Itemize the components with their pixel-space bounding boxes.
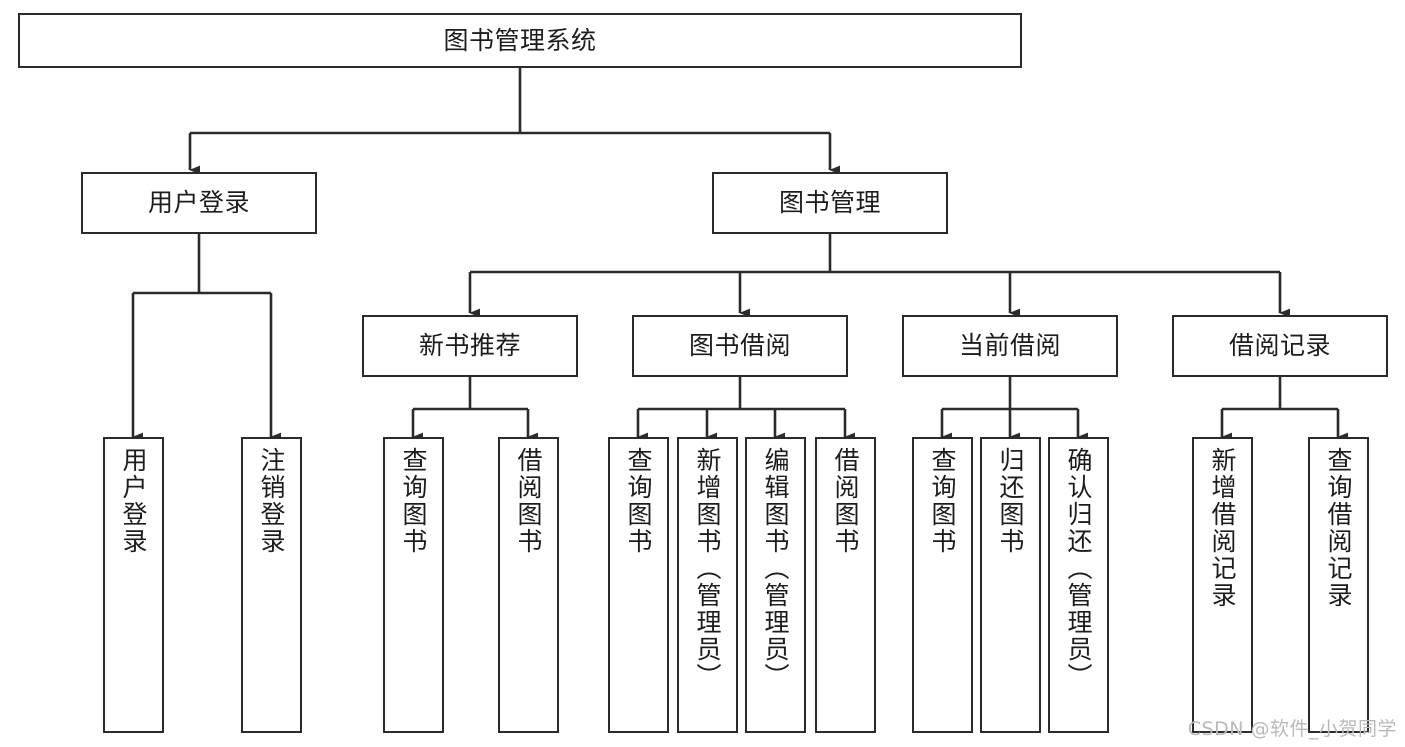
node-leaf-query-book-2-label: 查询图书: [624, 447, 653, 555]
node-leaf-logout-login[interactable]: 注销登录: [241, 437, 302, 733]
node-leaf-return-book-label: 归还图书: [996, 447, 1025, 555]
node-leaf-query-record[interactable]: 查询借阅记录: [1308, 437, 1369, 733]
node-leaf-query-book-1-label: 查询图书: [399, 447, 428, 555]
node-leaf-borrow-book-2-label: 借阅图书: [831, 447, 860, 555]
node-leaf-confirm-return[interactable]: 确认归还（管理员）: [1048, 437, 1109, 733]
node-new-book-rec-label: 新书推荐: [418, 331, 521, 361]
node-new-book-rec[interactable]: 新书推荐: [362, 315, 578, 377]
node-leaf-user-login-label: 用户登录: [119, 447, 148, 555]
node-leaf-query-book-3-label: 查询图书: [928, 447, 957, 555]
node-book-manage-label: 图书管理: [778, 188, 881, 218]
node-leaf-add-book[interactable]: 新增图书（管理员）: [677, 437, 738, 733]
node-book-manage[interactable]: 图书管理: [712, 172, 948, 234]
node-book-borrow[interactable]: 图书借阅: [632, 315, 848, 377]
node-leaf-borrow-book-1-label: 借阅图书: [514, 447, 543, 555]
node-root-label: 图书管理系统: [443, 25, 597, 55]
node-leaf-query-book-3[interactable]: 查询图书: [912, 437, 973, 733]
node-root[interactable]: 图书管理系统: [18, 13, 1022, 68]
node-leaf-add-record[interactable]: 新增借阅记录: [1192, 437, 1253, 733]
csdn-watermark: CSDN @软件_小贺同学: [1187, 718, 1397, 740]
node-current-borrow[interactable]: 当前借阅: [902, 315, 1118, 377]
node-user-login[interactable]: 用户登录: [81, 172, 317, 234]
node-borrow-record-label: 借阅记录: [1228, 331, 1331, 361]
node-leaf-edit-book[interactable]: 编辑图书（管理员）: [745, 437, 806, 733]
node-leaf-return-book[interactable]: 归还图书: [980, 437, 1041, 733]
node-leaf-user-login[interactable]: 用户登录: [103, 437, 164, 733]
node-borrow-record[interactable]: 借阅记录: [1172, 315, 1388, 377]
node-leaf-query-book-1[interactable]: 查询图书: [383, 437, 444, 733]
node-leaf-query-record-label: 查询借阅记录: [1324, 447, 1353, 609]
node-leaf-borrow-book-2[interactable]: 借阅图书: [815, 437, 876, 733]
node-leaf-confirm-return-label: 确认归还（管理员）: [1064, 447, 1093, 690]
node-leaf-add-book-label: 新增图书（管理员）: [693, 447, 722, 690]
node-current-borrow-label: 当前借阅: [958, 331, 1061, 361]
node-leaf-logout-login-label: 注销登录: [257, 447, 286, 555]
node-leaf-edit-book-label: 编辑图书（管理员）: [761, 447, 790, 690]
node-leaf-query-book-2[interactable]: 查询图书: [608, 437, 669, 733]
node-leaf-add-record-label: 新增借阅记录: [1208, 447, 1237, 609]
node-user-login-label: 用户登录: [147, 188, 250, 218]
node-leaf-borrow-book-1[interactable]: 借阅图书: [498, 437, 559, 733]
node-book-borrow-label: 图书借阅: [688, 331, 791, 361]
